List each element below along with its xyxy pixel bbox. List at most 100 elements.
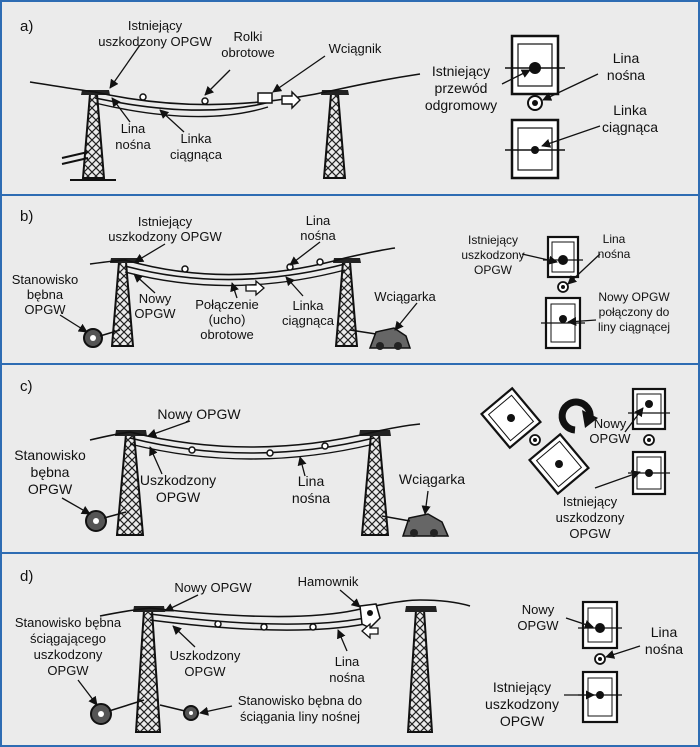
label-existing-conductor: Istniejący <box>432 63 490 79</box>
direction-arrow <box>245 279 265 297</box>
carrier-line <box>124 263 346 281</box>
damaged-opgw-line <box>129 437 375 454</box>
label-pull-line: ciągnąca <box>602 119 658 135</box>
swivel-roller <box>214 620 317 631</box>
anchor-stub <box>61 151 89 165</box>
label-carrier-line: nośna <box>598 247 631 261</box>
rotate-arrow-icon <box>558 398 594 434</box>
label-drum-station: bębna <box>31 464 70 480</box>
carrier-line <box>149 619 366 631</box>
label-brake: Hamownik <box>298 574 359 589</box>
label-existing-damaged: uszkodzony OPGW <box>98 34 212 49</box>
label-new-opgw: Nowy OPGW <box>157 406 241 422</box>
label-existing-damaged: uszkodzony <box>461 248 524 262</box>
label-drum-damaged: OPGW <box>47 663 89 678</box>
label-carrier-line: Lina <box>651 624 678 640</box>
label-drum-station: bębna <box>27 287 64 302</box>
label-damaged-opgw: OPGW <box>156 489 201 505</box>
label-new-opgw: Nowy <box>139 291 172 306</box>
clamp-detail <box>541 235 585 350</box>
label-existing-damaged: OPGW <box>500 713 545 729</box>
label-pull-line: Linka <box>613 102 647 118</box>
label-drum-carrier: ściągania liny nośnej <box>240 709 360 724</box>
label-carrier-line: nośna <box>607 67 645 83</box>
panel-letter: b) <box>20 208 33 225</box>
label-pull-line: Linka <box>292 298 324 313</box>
panel-separator <box>2 194 698 196</box>
swivel-roller <box>188 442 329 457</box>
label-carrier-line: nośna <box>300 228 336 243</box>
clamp-detail <box>505 34 565 180</box>
label-drum-damaged: ściągającego <box>30 631 106 646</box>
panel-b: b) <box>12 208 670 350</box>
panel-separator <box>2 363 698 365</box>
clamp-detail <box>578 600 622 724</box>
clamp-detail <box>628 387 670 496</box>
tower-left <box>133 606 165 733</box>
drum-station <box>83 328 121 348</box>
label-drum-station: Stanowisko <box>12 272 78 287</box>
rotated-clamp-detail <box>479 386 591 496</box>
label-new-opgw: Nowy OPGW <box>174 580 252 595</box>
label-existing-conductor: przewód <box>435 80 488 96</box>
label-swivel-connection: (ucho) <box>209 312 246 327</box>
label-existing-damaged: Istniejący <box>128 18 183 33</box>
label-carrier-line: nośna <box>329 670 365 685</box>
label-damaged-opgw: Uszkodzony <box>140 472 216 488</box>
label-carrier-line: Lina <box>613 50 640 66</box>
label-existing-damaged: uszkodzony <box>485 696 559 712</box>
label-existing-damaged: uszkodzony <box>556 510 625 525</box>
label-carrier-line: nośna <box>115 137 151 152</box>
tower-left <box>70 90 116 181</box>
label-swivel-connection: obrotowe <box>200 327 253 342</box>
rotate-arrowhead <box>582 410 598 428</box>
carrier-line <box>129 443 375 460</box>
winch-machine <box>381 513 450 537</box>
label-drum-station: OPGW <box>24 302 66 317</box>
drum-station-carrier <box>159 704 199 721</box>
label-drum-station: OPGW <box>28 481 73 497</box>
swivel-roller <box>181 258 324 273</box>
panel-separator <box>2 552 698 554</box>
label-existing-damaged: Istniejący <box>138 214 193 229</box>
label-drum-carrier: Stanowisko bębna do <box>238 693 362 708</box>
new-opgw-line <box>89 423 421 448</box>
tower-right <box>359 430 391 536</box>
label-new-opgw: OPGW <box>517 618 559 633</box>
panel-letter: c) <box>20 378 33 395</box>
label-new-opgw: Nowy <box>522 602 555 617</box>
new-opgw-line <box>99 599 471 618</box>
label-pull-line: Linka <box>180 131 212 146</box>
label-existing-damaged: Istniejący <box>563 494 618 509</box>
tower-left <box>110 258 139 347</box>
label-pull-line: ciągnąca <box>170 147 223 162</box>
label-carrier-line: nośna <box>292 490 330 506</box>
label-puller: Wciągnik <box>329 41 382 56</box>
panel-letter: d) <box>20 568 33 585</box>
winch-machine <box>349 327 412 350</box>
brake-device <box>359 603 381 640</box>
label-carrier-line: Lina <box>335 654 360 669</box>
label-rollers: obrotowe <box>221 45 274 60</box>
label-drum-station: Stanowisko <box>14 447 86 463</box>
swivel-roller <box>139 93 209 105</box>
existing-opgw-line <box>89 247 396 276</box>
damaged-opgw-line <box>149 613 366 625</box>
panel-c: c) <box>14 378 670 541</box>
drum-station <box>85 510 127 532</box>
label-winch: Wciągarka <box>374 289 436 304</box>
label-carrier-line: Lina <box>298 473 325 489</box>
panel-a: a) <box>20 18 658 181</box>
label-new-opgw: OPGW <box>589 431 631 446</box>
label-existing-damaged: Istniejący <box>468 233 518 247</box>
tower-right <box>333 258 361 347</box>
label-carrier-line: Lina <box>121 121 146 136</box>
label-existing-damaged: OPGW <box>474 263 513 277</box>
label-swivel-connection: Połączenie <box>195 297 259 312</box>
drum-station-damaged <box>90 699 145 725</box>
label-existing-conductor: odgromowy <box>425 97 497 113</box>
label-drum-damaged: uszkodzony <box>34 647 103 662</box>
label-new-opgw-connected: połączony do <box>599 305 670 319</box>
label-damaged-opgw: Uszkodzony <box>170 648 241 663</box>
label-drum-damaged: Stanowisko bębna <box>15 615 122 630</box>
